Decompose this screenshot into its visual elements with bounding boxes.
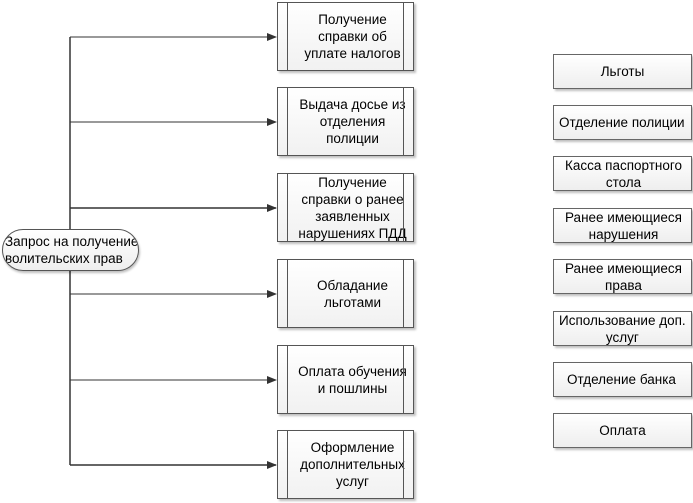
label-text: Касса паспортного [565,157,683,173]
process-node-violations-certificate[interactable]: Получение справки о ранее заявленных нар… [277,173,414,242]
label-box-additional-services[interactable]: Использование доп. услуг [553,311,692,346]
label-text: Оплата [599,423,646,438]
process-node-additional-services[interactable]: Оформление дополнительных услуг [277,430,414,499]
label-box-payment[interactable]: Оплата [553,413,692,448]
start-node-line: волительских прав [5,251,123,266]
node-text-line: Оплата обучения [298,363,407,379]
node-text-line: заявленных [315,208,390,224]
label-box-police-department[interactable]: Отделение полиции [553,105,692,140]
label-box-previous-violations[interactable]: Ранее имеющиеся нарушения [553,208,692,243]
node-text-line: полиции [326,131,379,146]
label-text: Ранее имеющиеся [565,209,682,225]
node-text-line: Получение [318,174,387,190]
process-node-tax-certificate[interactable]: Получение справки об уплате налогов [277,2,414,71]
label-text: нарушения [588,226,659,242]
process-node-police-dossier[interactable]: Выдача досье из отделения полиции [277,87,414,156]
label-box-previous-license[interactable]: Ранее имеющиеся права [553,259,692,294]
label-box-passport-office[interactable]: Касса паспортного стола [553,156,692,191]
label-text: стола [605,174,642,190]
node-text-line: услуг [336,474,369,489]
label-text: Использование доп. [559,312,686,328]
label-text: услуг [605,329,639,345]
node-text-line: уплате налогов [304,46,401,61]
node-text-line: Оформление [310,440,395,455]
node-text-line: дополнительных [300,457,405,472]
process-node-payment[interactable]: Оплата обучения и пошлины [277,345,414,414]
node-text-line: нарушениях ПДД [298,225,407,241]
node-text-line: и пошлины [317,380,388,396]
process-node-benefits[interactable]: Обладание льготами [277,259,414,328]
node-text-line: Обладание [317,277,388,293]
node-text-line: Выдача досье из [299,97,406,112]
label-text: Ранее имеющиеся [565,260,682,276]
label-text: Льготы [600,64,645,79]
label-box-benefits[interactable]: Льготы [553,54,692,89]
label-text: Отделение полиции [559,115,685,130]
label-text: права [605,277,642,293]
node-text-line: льготами [323,294,382,310]
node-text-line: Получение [318,12,387,27]
node-text-line: отделения [319,114,386,129]
node-text-line: справки о ранее [301,191,404,207]
label-text: Отделение банка [567,372,676,387]
start-node[interactable]: Запрос на получение волительских прав [2,229,139,271]
label-box-bank-department[interactable]: Отделение банка [553,362,692,397]
node-text-line: справки об [318,29,387,44]
start-node-line: Запрос на получение [5,234,139,249]
